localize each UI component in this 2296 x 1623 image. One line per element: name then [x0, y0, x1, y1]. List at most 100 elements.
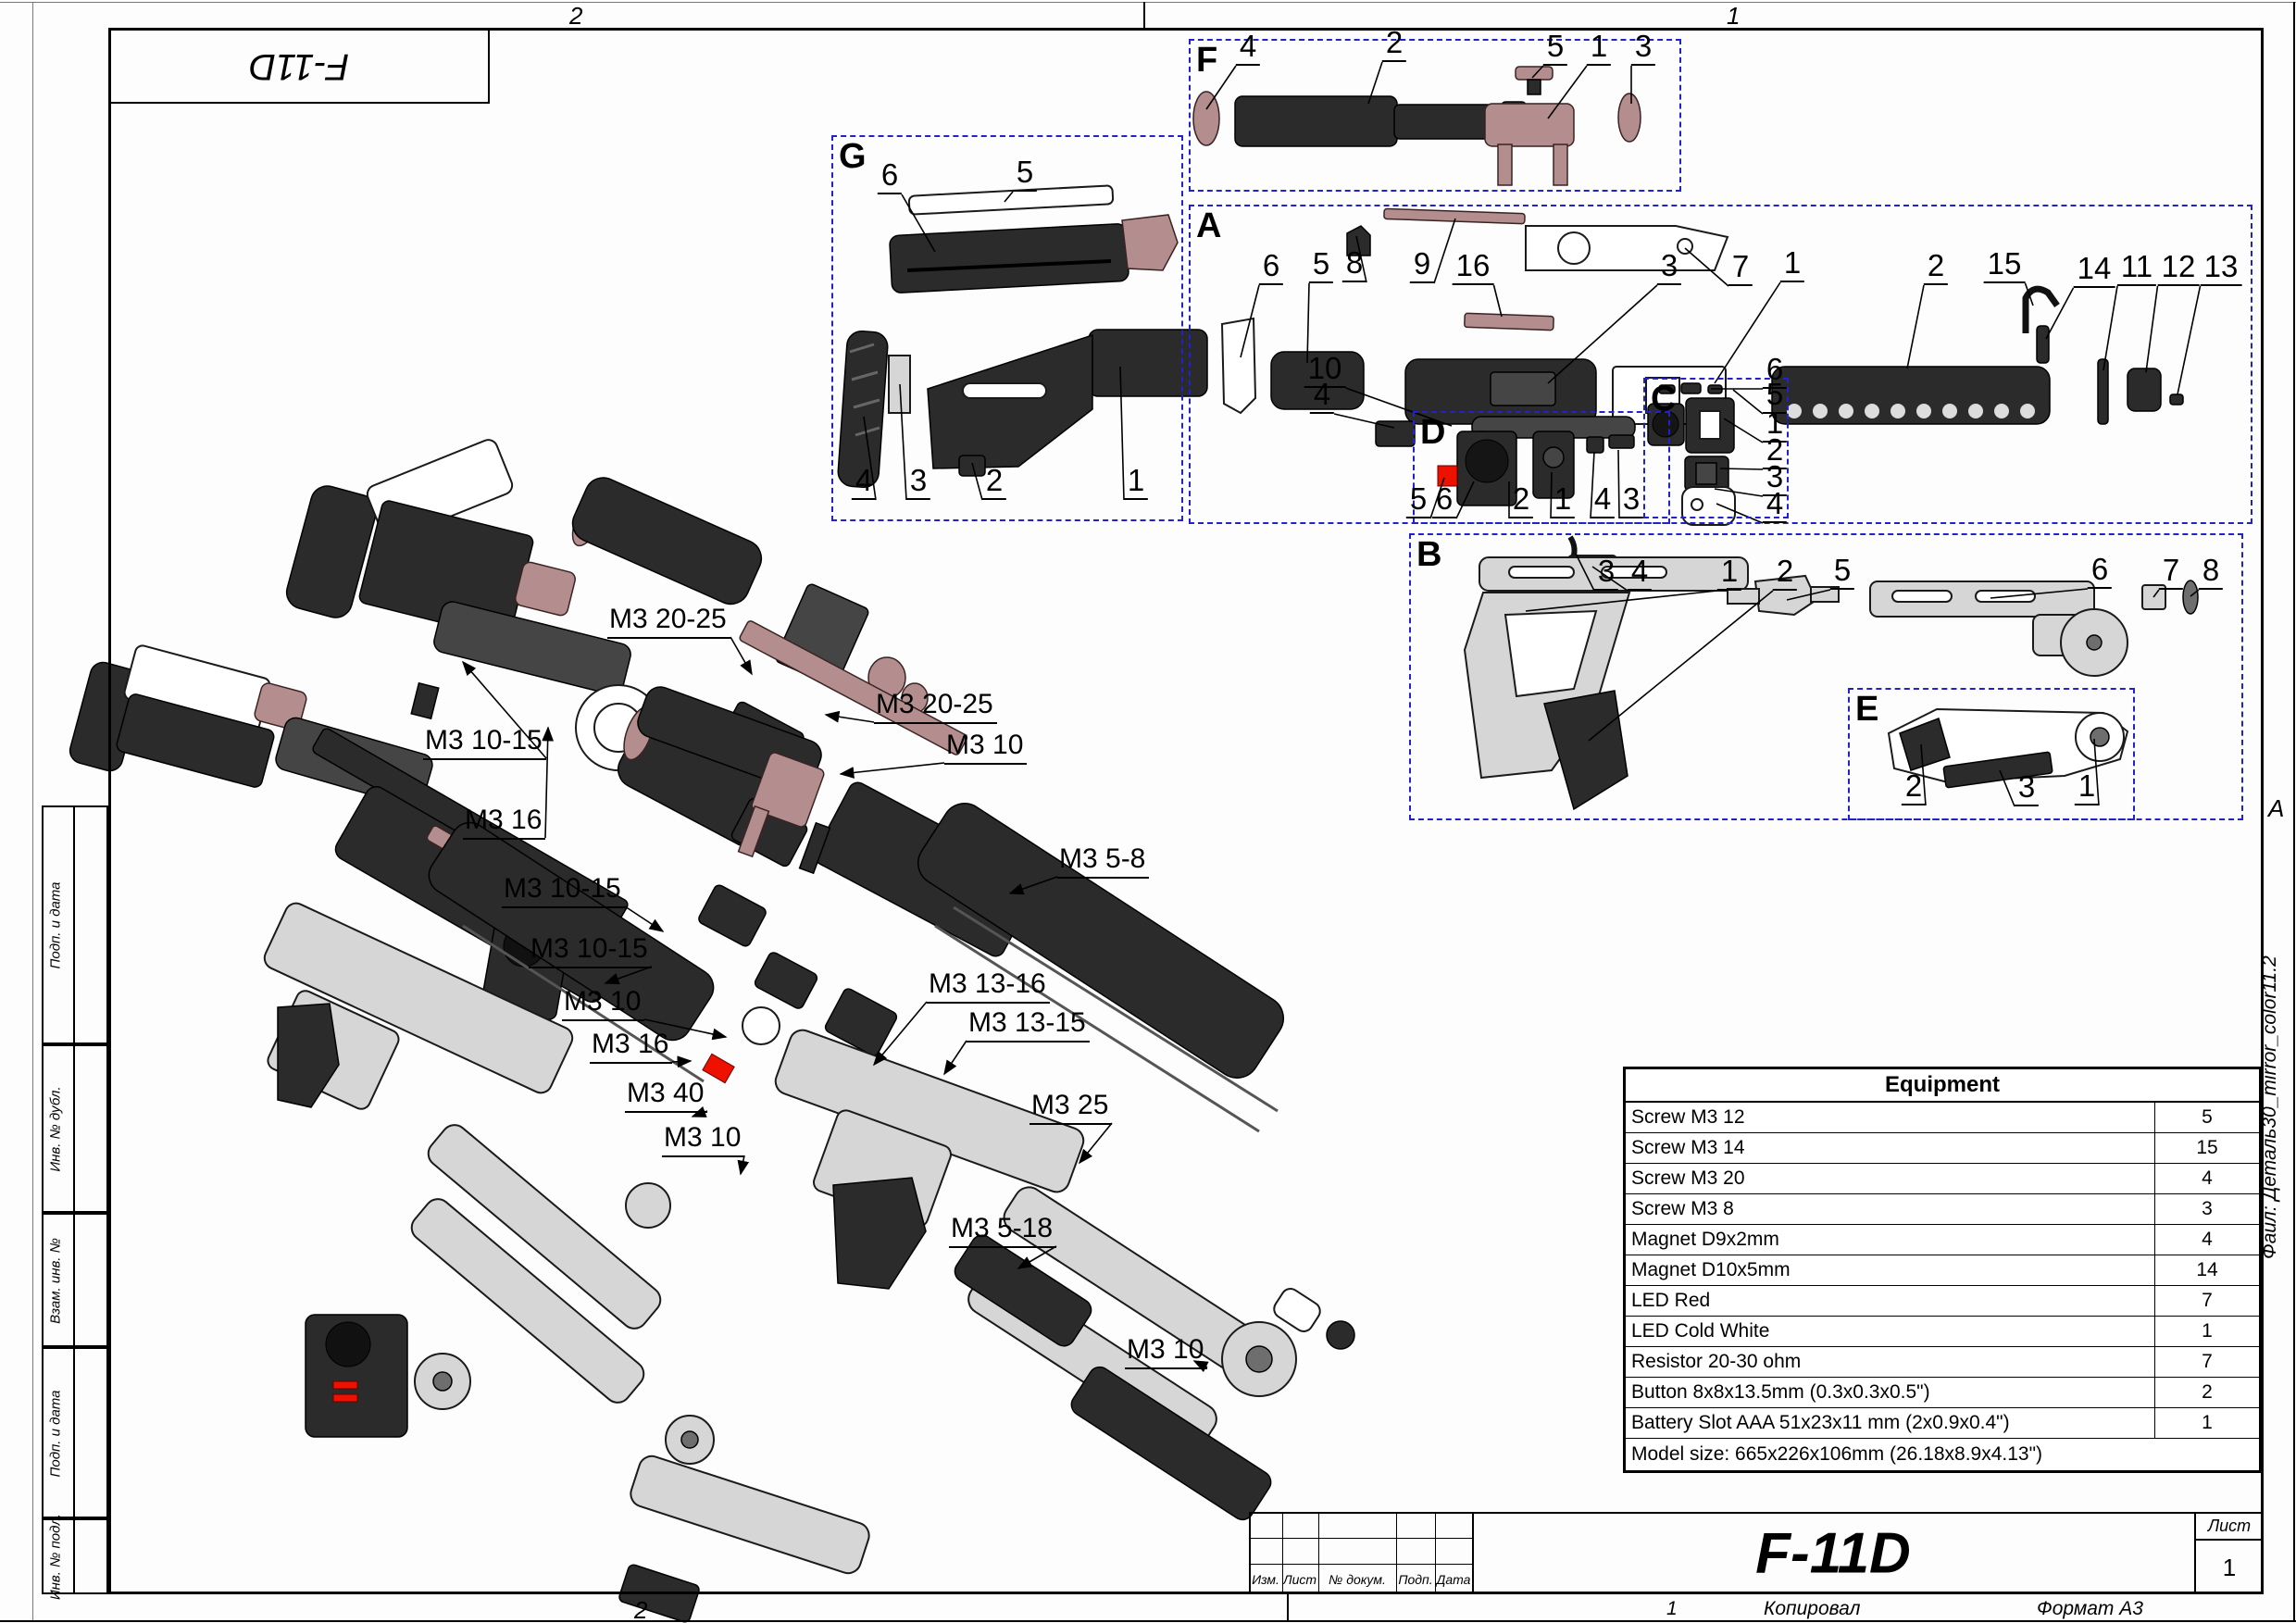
fastener-label: M3 13-15: [967, 1009, 1090, 1042]
sheet-label: Лист: [2207, 1517, 2252, 1535]
zone-marker: A: [2268, 794, 2285, 822]
equipment-item-name: Resistor 20-30 ohm: [1626, 1347, 2155, 1377]
part-callout: 3: [1618, 483, 1644, 518]
part-callout: 6: [1431, 483, 1457, 518]
section-e-parts: [1887, 707, 2129, 789]
lower-rifle-exploded: [69, 644, 870, 1623]
copy-number: 1: [1666, 1598, 1678, 1619]
fastener-label: M3 5-18: [949, 1215, 1057, 1248]
part-callout: 5: [1405, 483, 1431, 518]
copied-label: Копировал: [1764, 1598, 1861, 1619]
section-box-d: [1413, 411, 1670, 524]
equipment-item-qty: 1: [2202, 1320, 2213, 1342]
zone-marker: 2: [634, 1596, 648, 1623]
equipment-item-name: LED Red: [1626, 1286, 2155, 1316]
part-callout: 3: [1762, 461, 1788, 496]
equipment-item-name: Magnet D10x5mm: [1626, 1255, 2155, 1285]
part-callout: 5: [1308, 248, 1334, 283]
equipment-item-qty: 7: [2202, 1351, 2213, 1372]
title-block-title: F-11D: [1755, 1521, 1911, 1586]
equipment-item-name: Battery Slot AAA 51x23x11 mm (2x0.9x0.4"…: [1626, 1408, 2155, 1438]
part-callout: 7: [1728, 251, 1753, 286]
fastener-label: M3 20-25: [607, 606, 730, 639]
drawing-frame: [108, 28, 2264, 1594]
section-letter-e: E: [1855, 690, 1879, 729]
section-box-g: [831, 135, 1183, 521]
title-block-header: № докум.: [1329, 1572, 1386, 1587]
fastener-label: M3 10-15: [502, 875, 625, 908]
section-box-c: [1643, 378, 1789, 518]
fastener-label: M3 10-15: [529, 935, 652, 968]
equipment-item-qty: 5: [2202, 1106, 2213, 1128]
fastener-label: M3 40: [625, 1080, 708, 1113]
section-box-a: [1189, 205, 2252, 524]
equipment-item-name: Screw M3 8: [1626, 1194, 2155, 1224]
part-callout: 9: [1409, 248, 1435, 283]
equipment-item-qty: 4: [2202, 1229, 2213, 1250]
part-callout: 14: [2073, 253, 2115, 288]
equipment-item-qty: 2: [2202, 1381, 2213, 1403]
part-callout: 8: [2198, 555, 2224, 590]
equipment-item-qty: 4: [2202, 1167, 2213, 1189]
zone-tick-bottom: [1287, 1594, 1289, 1620]
section-g-parts: [837, 184, 1208, 489]
format-label: Формат А3: [2037, 1598, 2143, 1619]
part-callout: 1: [1762, 407, 1788, 443]
sheet-number: 1: [2222, 1554, 2237, 1581]
part-callout: 2: [1508, 483, 1534, 518]
fastener-label: M3 5-8: [1057, 845, 1150, 879]
part-callout: 11: [2116, 251, 2157, 286]
part-callout: 4: [1235, 31, 1261, 66]
section-letter-a: A: [1196, 206, 1222, 245]
part-callout: 5: [1542, 31, 1568, 66]
sidebar-cell: Подп. и дата: [42, 805, 108, 1044]
paper-edge-bottom: [0, 1620, 2296, 1622]
equipment-row: Battery Slot AAA 51x23x11 mm (2x0.9x0.4"…: [1626, 1408, 2259, 1439]
fastener-label: M3 10-15: [423, 727, 546, 760]
part-callout: 1: [1123, 465, 1149, 500]
equipment-item-name: Magnet D9x2mm: [1626, 1225, 2155, 1255]
sidebar-cell-label: Подп. и дата: [47, 1390, 64, 1477]
part-callout: 6: [877, 159, 903, 194]
title-block-header: Лист: [1282, 1572, 1317, 1587]
top-stamp: F-11D: [108, 28, 490, 104]
part-callout: 4: [1762, 488, 1788, 523]
part-callout: 2: [1772, 556, 1798, 591]
equipment-item-qty: 3: [2202, 1198, 2213, 1219]
part-callout: 4: [1590, 483, 1616, 518]
section-box-f: [1189, 39, 1681, 192]
part-callout: 6: [1762, 354, 1788, 389]
part-callout: 6: [2087, 554, 2113, 589]
part-callout: 1: [1716, 556, 1742, 591]
fastener-label: M3 20-25: [874, 691, 997, 724]
equipment-row: Magnet D9x2mm 4: [1626, 1225, 2259, 1255]
paper-edge-top: [0, 2, 2296, 3]
equipment-item-qty: 14: [2196, 1259, 2218, 1280]
part-callout: 4: [1309, 379, 1335, 414]
zone-marker: 1: [1727, 2, 1741, 30]
part-callout: 15: [1983, 248, 2026, 283]
part-callout: 10: [1304, 353, 1346, 388]
sidebar-cell-label: Взам. инв. №: [47, 1237, 64, 1324]
fastener-label: M3 10: [944, 731, 1028, 765]
part-callout: 2: [1381, 27, 1407, 62]
part-callout: 5: [1762, 379, 1788, 414]
part-callout: 3: [905, 465, 931, 500]
title-block-header: Подп.: [1398, 1572, 1433, 1587]
equipment-item-qty: 1: [2202, 1412, 2213, 1433]
sidebar-cell-label: Подп. и дата: [47, 881, 64, 969]
equipment-row: Button 8x8x13.5mm (0.3x0.3x0.5")2: [1626, 1378, 2259, 1408]
section-f-parts: [1192, 66, 1641, 186]
part-callout: 5: [1012, 156, 1038, 192]
fastener-label: M3 16: [590, 1030, 673, 1064]
part-callout: 5: [1829, 555, 1855, 590]
part-callout: 1: [2074, 770, 2100, 805]
part-callout: 3: [1630, 31, 1656, 66]
part-callout: 3: [1656, 250, 1682, 285]
section-b-parts: [1463, 535, 2199, 811]
